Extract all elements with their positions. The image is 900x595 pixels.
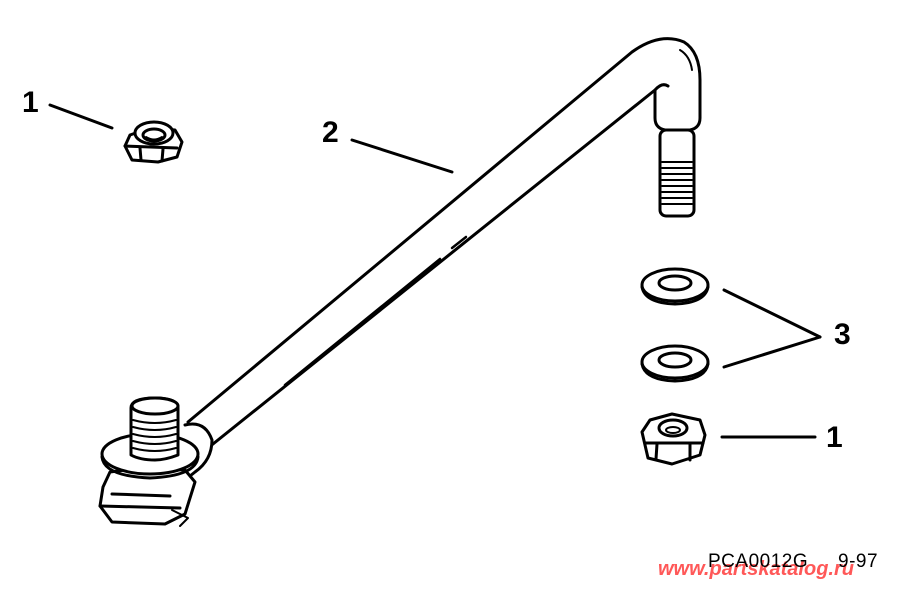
link-rod-icon	[98, 37, 702, 527]
leader-lines	[48, 103, 822, 439]
callout-2: 2	[322, 116, 339, 149]
callout-3: 3	[834, 318, 851, 351]
callout-1-top: 1	[22, 86, 39, 119]
callout-1-bottom: 1	[826, 421, 843, 454]
drawing-code: PCA0012G	[708, 551, 809, 572]
drawing-date: 9-97	[838, 551, 879, 572]
watermark: www.partskatalog.ru	[658, 558, 854, 580]
hex-nut-icon	[640, 412, 707, 466]
washer-icon	[640, 344, 710, 383]
washer-icon	[640, 267, 710, 306]
lock-nut-icon	[123, 120, 184, 164]
